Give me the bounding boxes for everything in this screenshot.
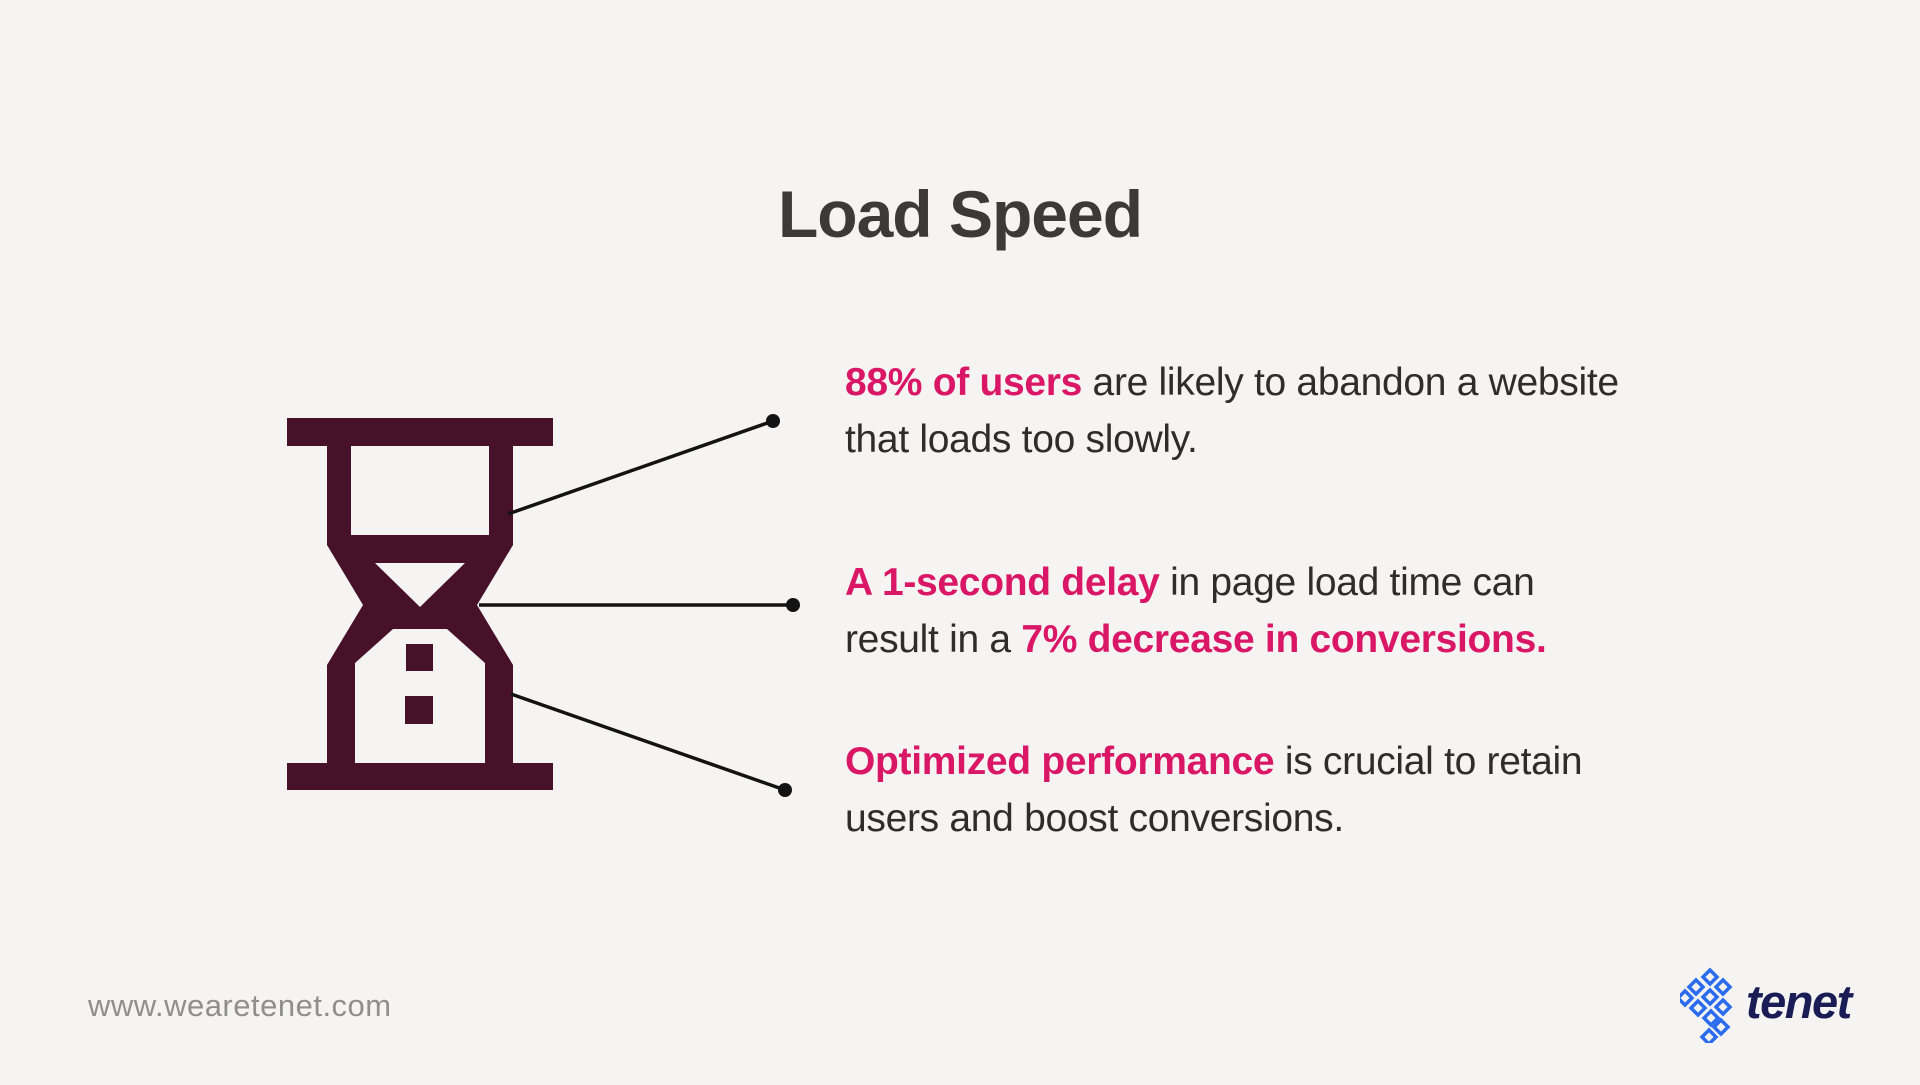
fact-line: A 1-second delay in page load time can — [845, 554, 1745, 611]
page-title: Load Speed — [777, 177, 1143, 252]
fact-line: result in a 7% decrease in conversions. — [845, 611, 1745, 668]
brand-wordmark: tenet — [1746, 975, 1852, 1028]
fact-optimized-performance: Optimized performance is crucial to reta… — [845, 733, 1745, 847]
hourglass-icon — [287, 418, 553, 790]
connector-dot-2 — [786, 598, 800, 612]
fact-line: users and boost conversions. — [845, 790, 1745, 847]
fact-text: are likely to abandon a website — [1082, 361, 1620, 404]
brand-logo: tenet — [1680, 963, 1852, 1043]
connector-dot-3 — [778, 783, 792, 797]
fact-text: is crucial to retain — [1274, 740, 1583, 783]
fact-delay-conversions: A 1-second delay in page load time can r… — [845, 554, 1745, 668]
fact-highlight: 88% of users — [845, 361, 1083, 404]
fact-line: that loads too slowly. — [845, 411, 1745, 468]
fact-line: Optimized performance is crucial to reta… — [845, 733, 1745, 790]
fact-abandon-rate: 88% of users are likely to abandon a web… — [845, 354, 1745, 468]
fact-highlight: 7% decrease in conversions. — [1021, 618, 1547, 661]
fact-text: result in a — [845, 618, 1022, 661]
fact-text: that loads too slowly. — [845, 418, 1198, 461]
fact-text: users and boost conversions. — [845, 797, 1344, 840]
tenet-logo-icon — [1680, 967, 1733, 1043]
connector-dot-1 — [766, 414, 780, 428]
fact-text: in page load time can — [1159, 561, 1535, 604]
fact-line: 88% of users are likely to abandon a web… — [845, 354, 1745, 411]
website-url: www.wearetenet.com — [88, 988, 392, 1023]
fact-highlight: Optimized performance — [845, 740, 1275, 783]
fact-highlight: A 1-second delay — [845, 561, 1160, 604]
